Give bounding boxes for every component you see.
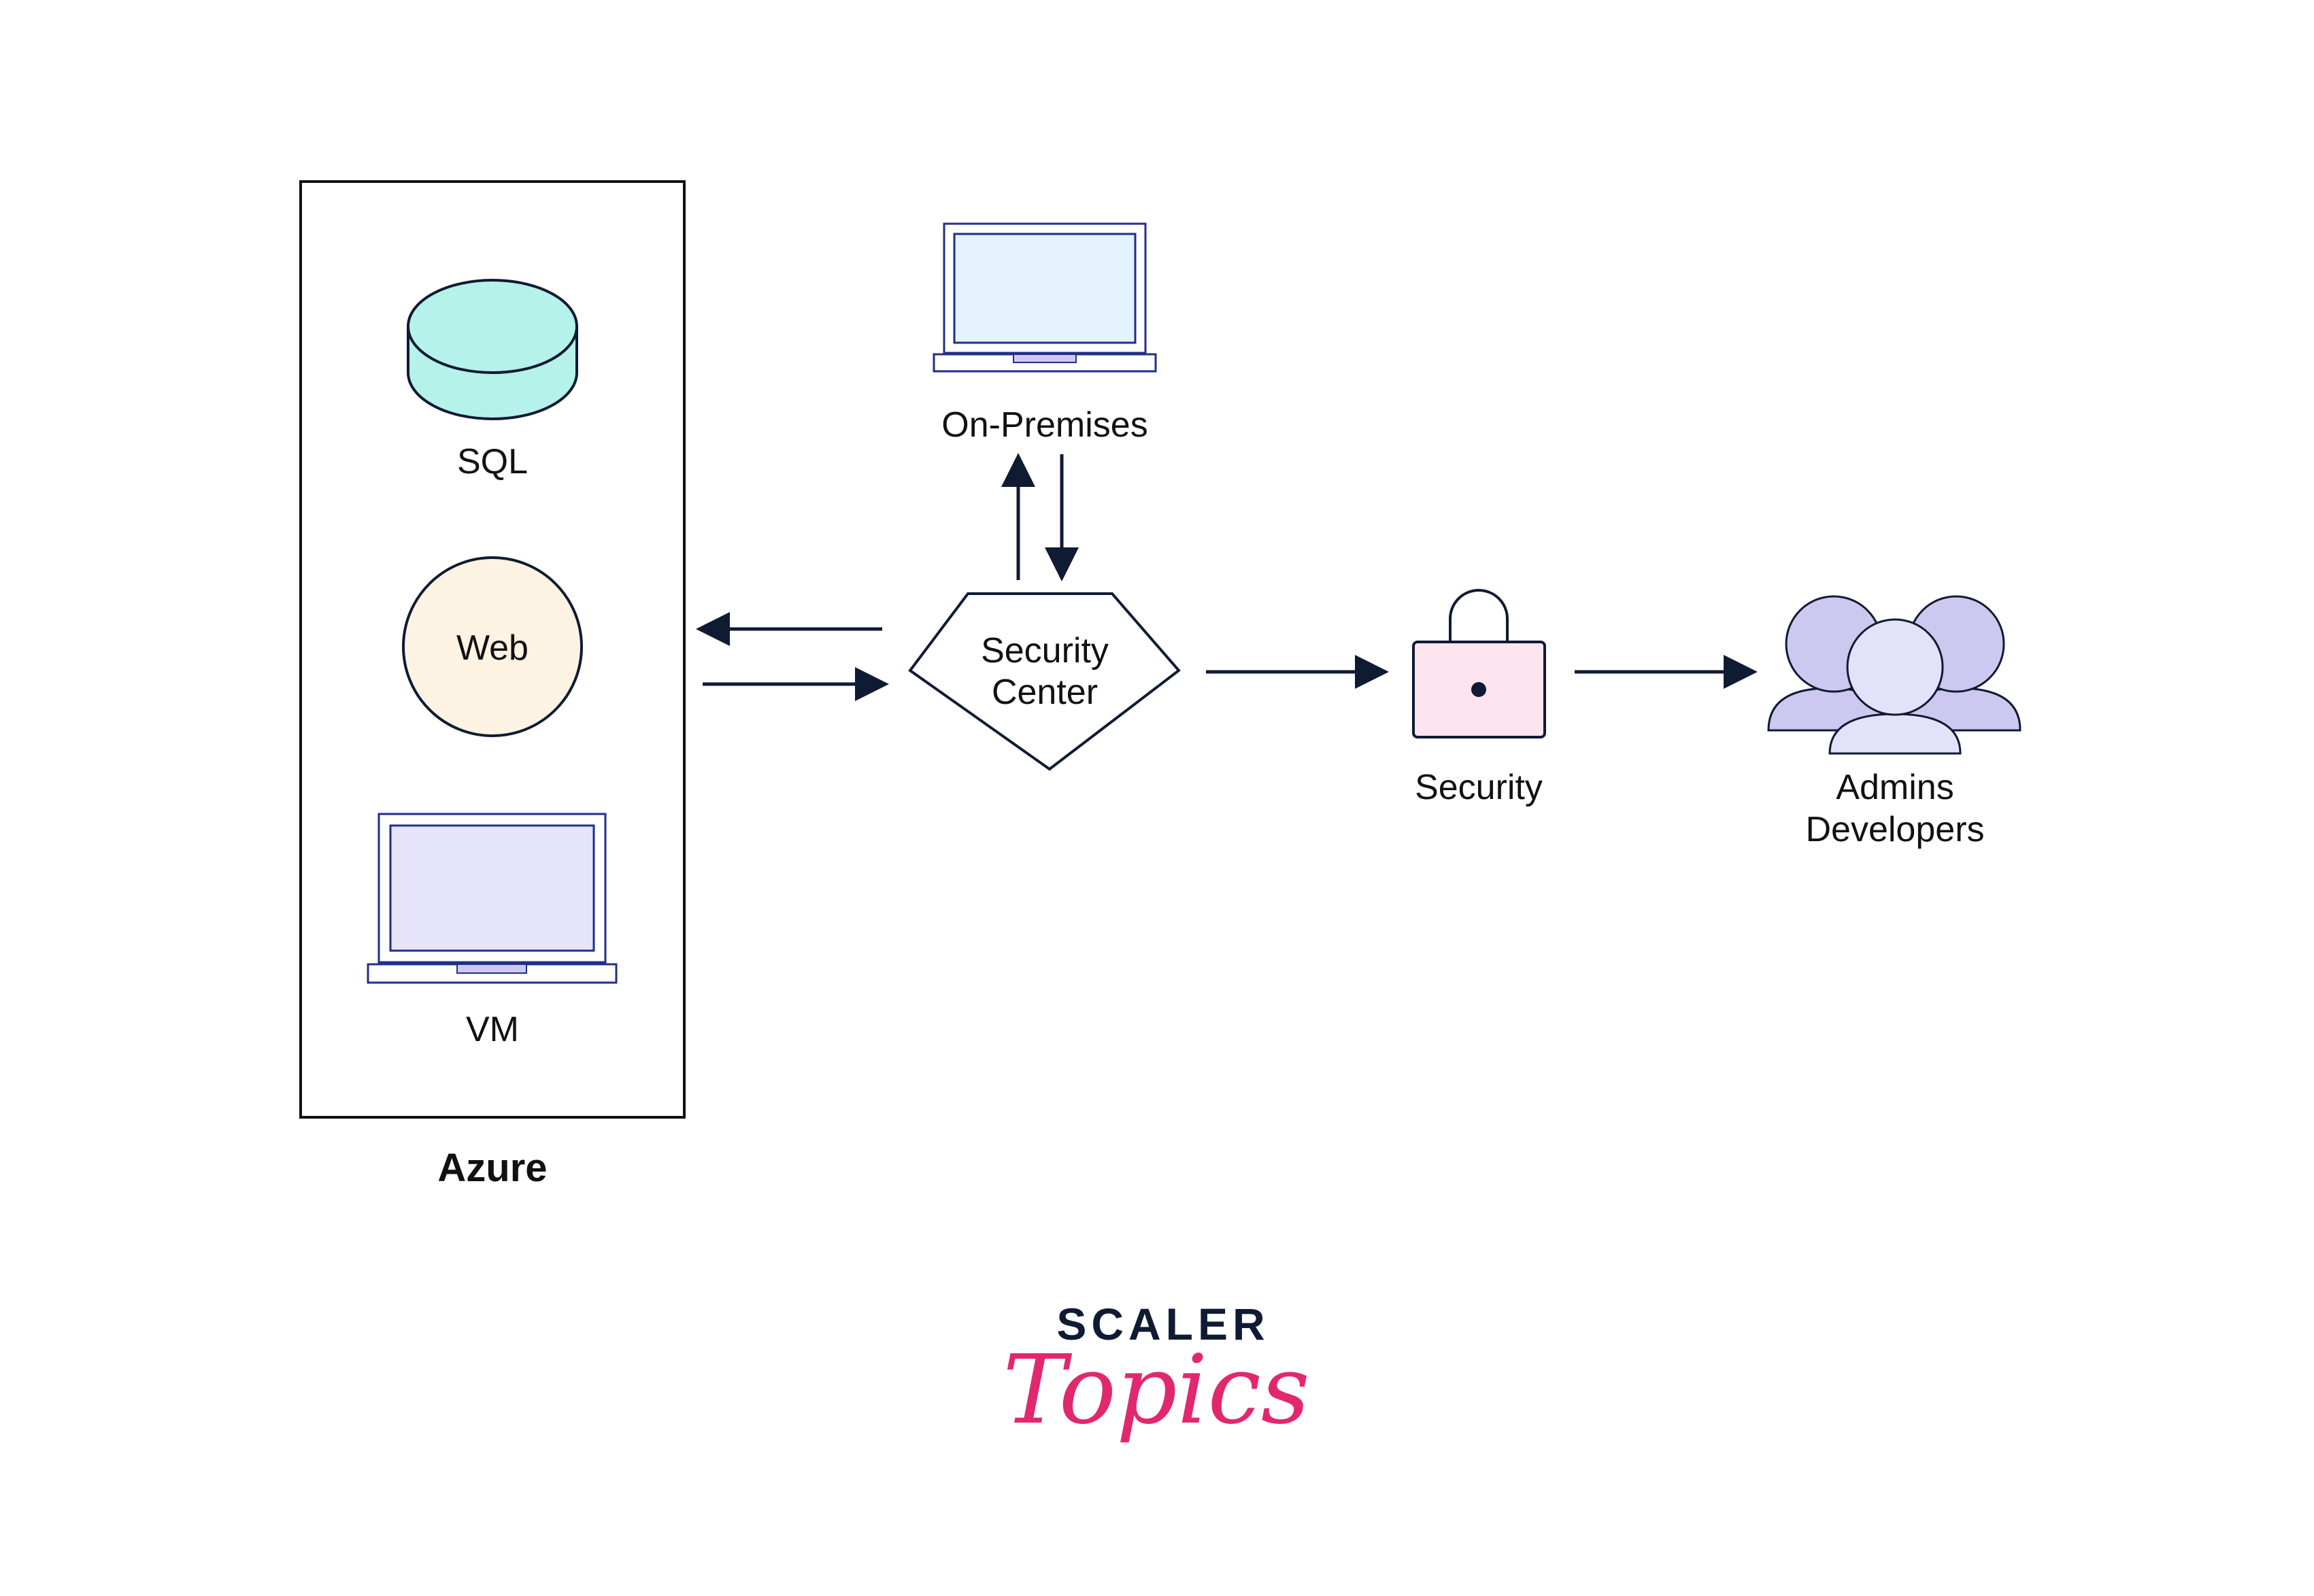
web-node — [402, 556, 583, 737]
security-center-label-line2: Center — [992, 673, 1098, 712]
database-icon — [407, 279, 578, 420]
security-center-label-line1: Security — [981, 631, 1109, 670]
sql-label: SQL — [457, 442, 528, 481]
web-label: Web — [456, 628, 529, 668]
security-center-node — [908, 592, 1181, 771]
laptop-icon — [933, 222, 1157, 373]
users-label-line2: Developers — [1805, 810, 1984, 849]
users-icon — [1767, 595, 2022, 755]
azure-container — [299, 180, 686, 1119]
azure-title: Azure — [437, 1146, 547, 1190]
on-premises-label: On-Premises — [941, 405, 1147, 445]
brand-topics: Topics — [1003, 1335, 1309, 1446]
users-label-line1: Admins — [1836, 768, 1954, 807]
vm-label: VM — [466, 1010, 519, 1049]
laptop-icon — [367, 813, 618, 984]
brand-scaler: SCALER — [1056, 1299, 1269, 1349]
brand-logo: SCALER Topics — [1003, 1299, 1309, 1446]
security-label: Security — [1415, 768, 1543, 807]
lock-icon — [1412, 589, 1546, 738]
